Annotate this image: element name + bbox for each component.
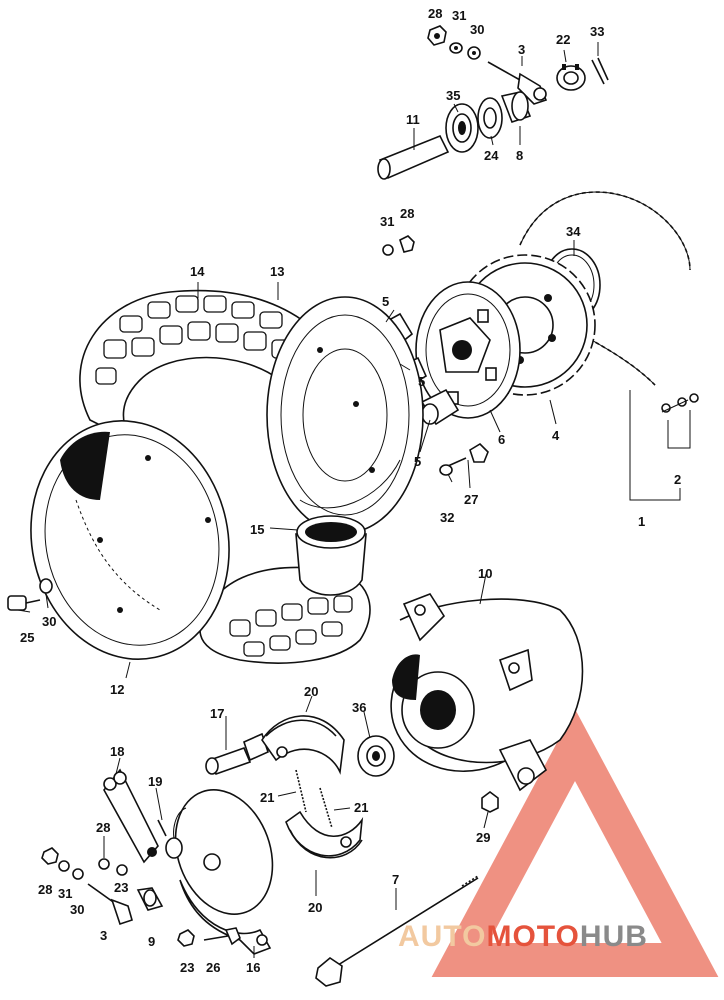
label-31-mid: 31	[380, 214, 394, 229]
label-21-right: 21	[354, 800, 368, 815]
label-35: 35	[446, 88, 460, 103]
label-34: 34	[566, 224, 581, 239]
label-12: 12	[110, 682, 124, 697]
label-28-lower: 28	[38, 882, 52, 897]
label-27: 27	[464, 492, 478, 507]
label-2: 2	[674, 472, 681, 487]
part-number-labels: 28 31 30 3 22 33 35 11 24 8 31 28 34 14 …	[20, 6, 681, 975]
label-19: 19	[148, 774, 162, 789]
watermark-text: AUTOMOTOHUB	[398, 920, 648, 953]
label-30-left: 30	[42, 614, 56, 629]
label-7: 7	[392, 872, 399, 887]
brake-shoe-lower	[285, 810, 364, 859]
label-28-top: 28	[428, 6, 442, 21]
label-25: 25	[20, 630, 34, 645]
rim-left-half	[30, 420, 230, 660]
brake-cam	[205, 732, 269, 776]
label-14: 14	[190, 264, 205, 279]
label-33: 33	[590, 24, 604, 39]
brake-shoe-upper	[261, 715, 345, 775]
label-32: 32	[440, 510, 454, 525]
axle-nut	[481, 791, 499, 813]
label-16: 16	[246, 960, 260, 975]
sprocket-flange	[415, 281, 521, 419]
label-20-upper: 20	[304, 684, 318, 699]
label-18: 18	[110, 744, 124, 759]
label-5-lower: 5	[414, 454, 421, 469]
rim-bolt	[7, 578, 53, 611]
label-29: 29	[476, 830, 490, 845]
label-17: 17	[210, 706, 224, 721]
rim-right-half	[266, 296, 424, 534]
label-4: 4	[552, 428, 560, 443]
label-26: 26	[206, 960, 220, 975]
label-9: 9	[148, 934, 155, 949]
label-20-lower: 20	[308, 900, 322, 915]
watermark-moto: MOTO	[486, 920, 579, 953]
label-3-top: 3	[518, 42, 525, 57]
label-5-middle: 5	[418, 374, 425, 389]
label-1: 1	[638, 514, 645, 529]
label-30-top: 30	[470, 22, 484, 37]
axle-hardware-top	[377, 25, 609, 180]
label-11: 11	[406, 112, 420, 127]
label-15: 15	[250, 522, 264, 537]
label-23-lower: 23	[180, 960, 194, 975]
rear-axle	[315, 875, 479, 987]
label-13: 13	[270, 264, 284, 279]
watermark-hub: HUB	[580, 920, 648, 953]
label-28-mid: 28	[400, 206, 414, 221]
label-5-upper: 5	[382, 294, 389, 309]
hub-collar	[295, 515, 367, 596]
label-22: 22	[556, 32, 570, 47]
label-3-lower: 3	[100, 928, 107, 943]
leader-lines	[17, 42, 691, 958]
brake-hub	[390, 593, 584, 792]
label-30-brake: 30	[70, 902, 84, 917]
label-36: 36	[352, 700, 366, 715]
label-8: 8	[516, 148, 523, 163]
watermark-auto: AUTO	[398, 920, 486, 953]
svg-text:AUTOMOTOHUB: AUTOMOTOHUB	[398, 920, 648, 953]
brake-hardware	[41, 847, 241, 947]
watermark-logo	[431, 708, 719, 977]
label-6: 6	[498, 432, 505, 447]
brake-springs	[295, 769, 333, 829]
label-31-top: 31	[452, 8, 466, 23]
label-21-left: 21	[260, 790, 274, 805]
brake-arm	[103, 768, 183, 864]
label-31-brake: 31	[58, 886, 72, 901]
label-28-brake: 28	[96, 820, 110, 835]
label-24: 24	[484, 148, 499, 163]
label-10: 10	[478, 566, 492, 581]
hub-bearing	[357, 735, 395, 777]
label-23-brake: 23	[114, 880, 128, 895]
sprocket-bolts	[382, 235, 489, 476]
brake-panel	[173, 789, 274, 955]
